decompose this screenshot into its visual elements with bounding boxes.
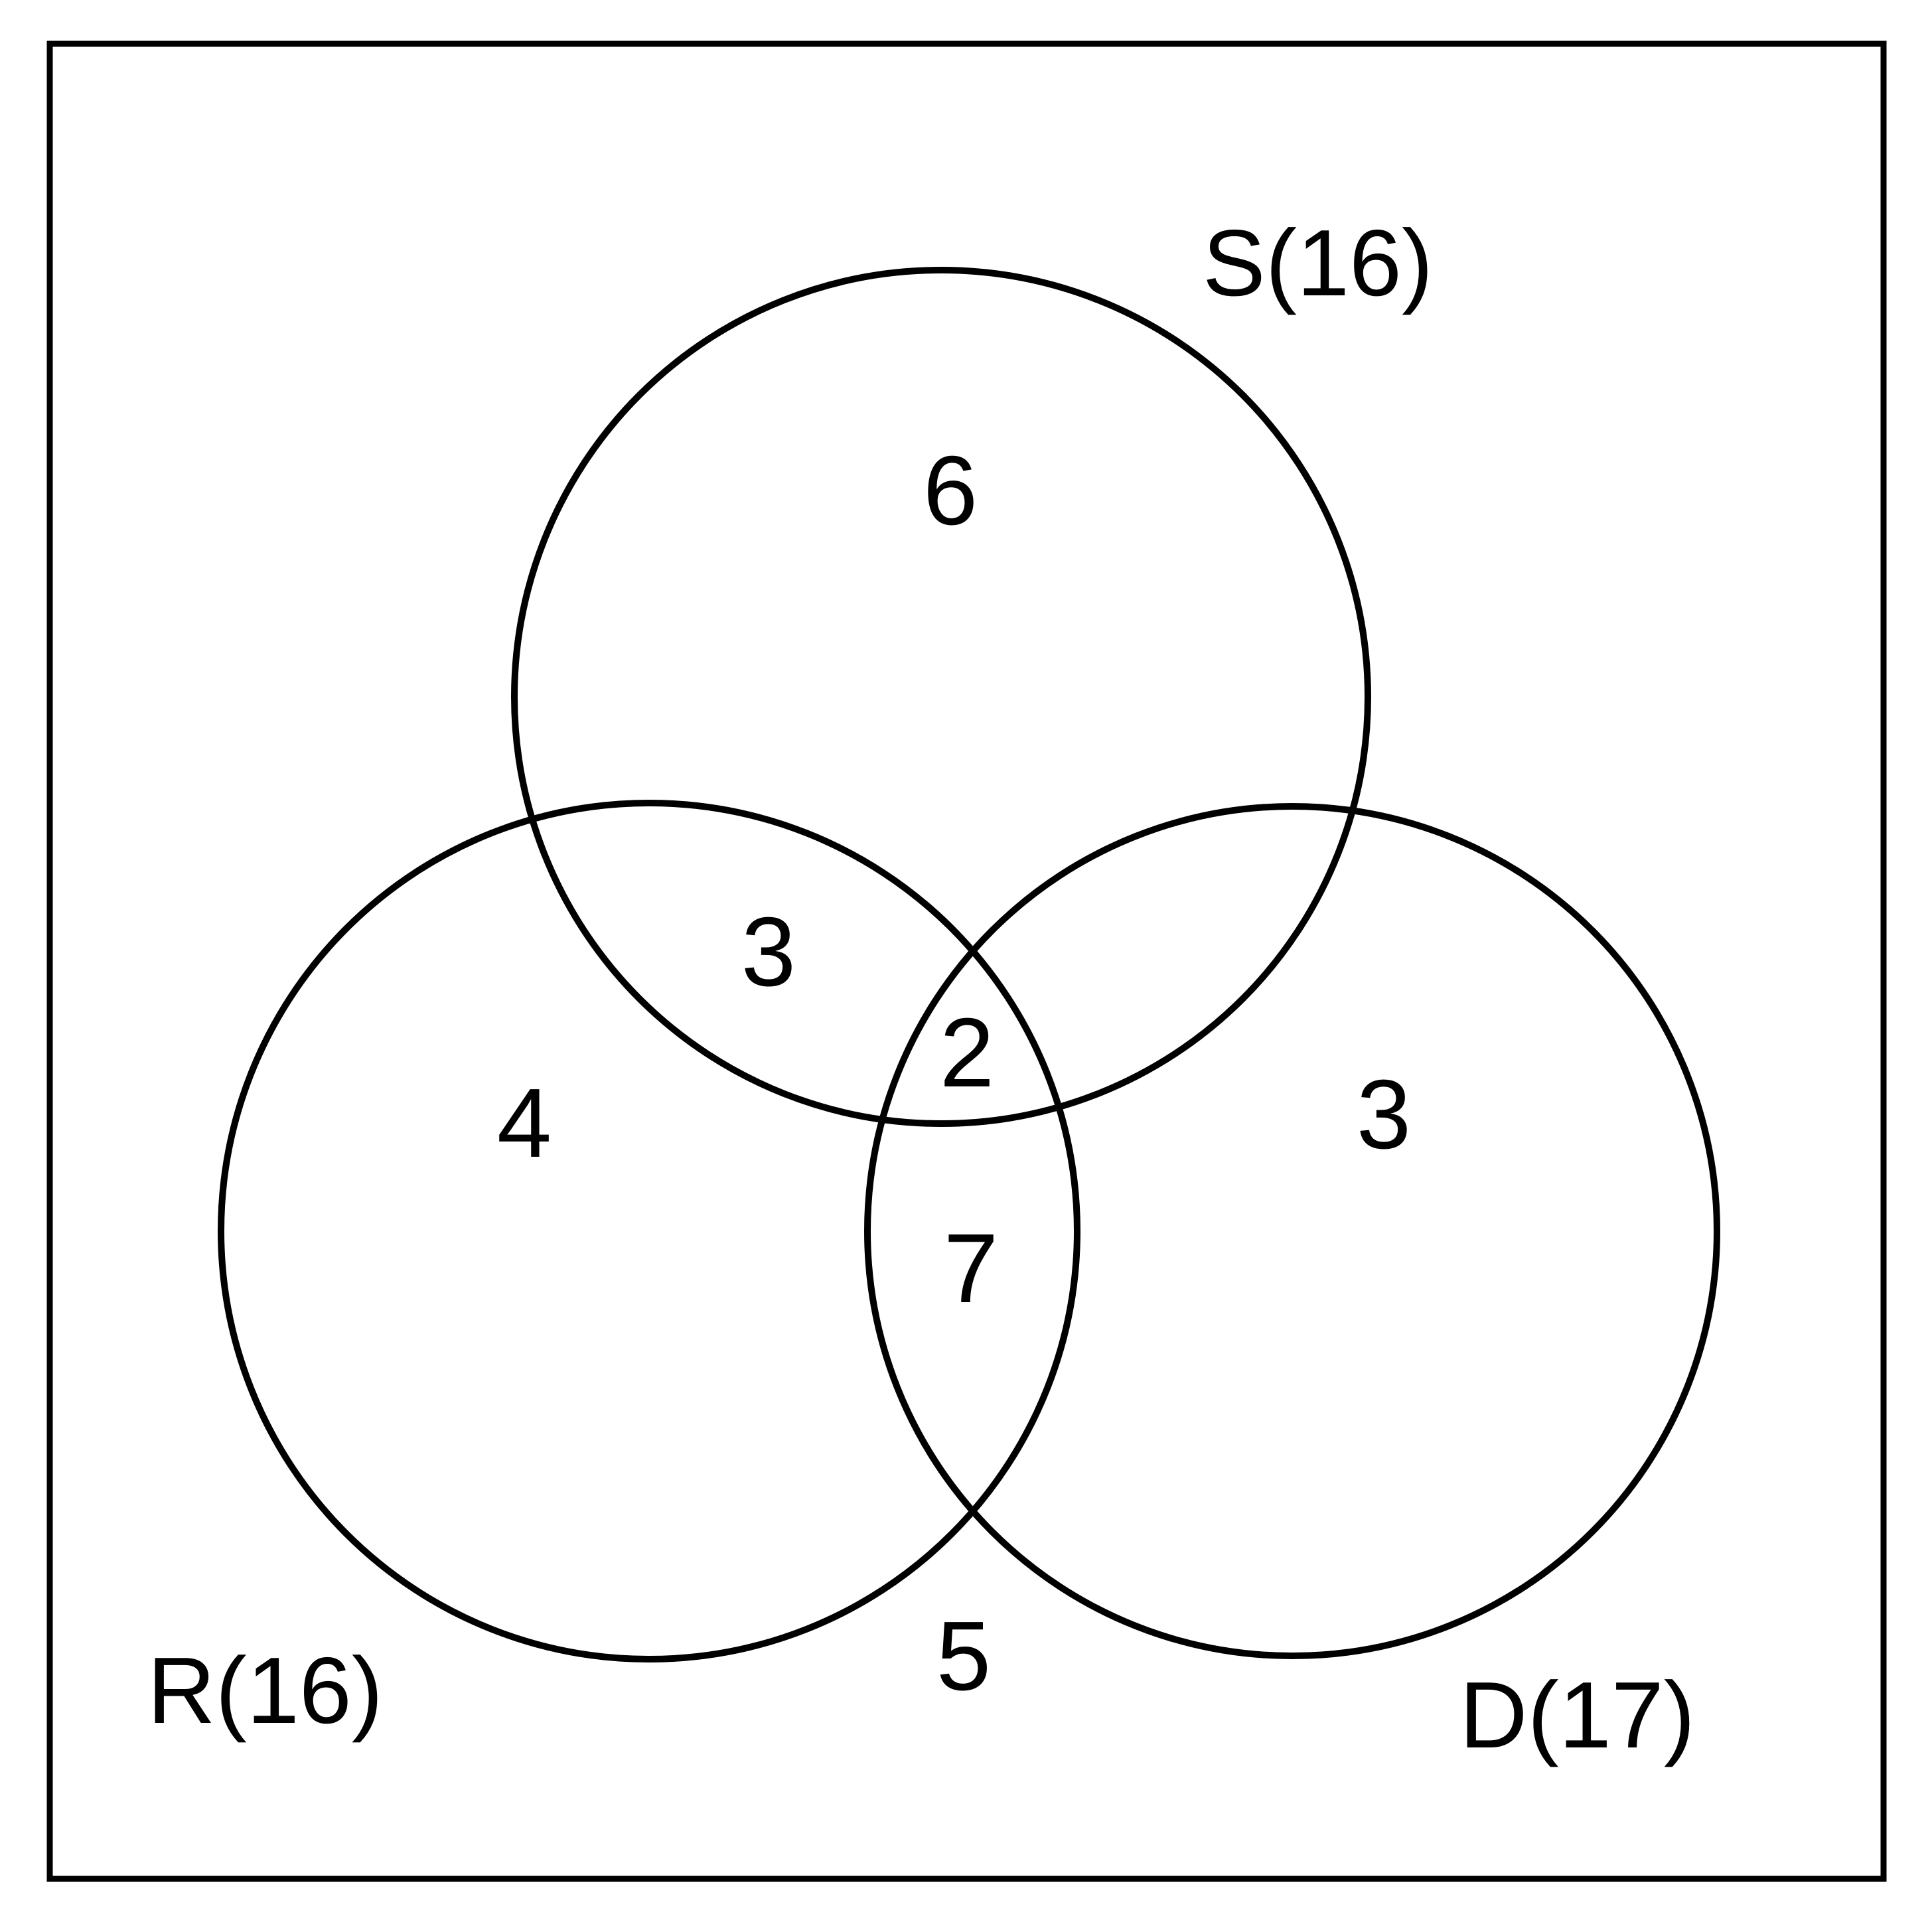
- region-r-s: 3: [741, 897, 796, 1007]
- set-label-d: D(17): [1459, 1662, 1695, 1768]
- set-label-s: S(16): [1203, 210, 1433, 316]
- region-outside: 5: [936, 1601, 991, 1711]
- region-r-only: 4: [497, 1069, 552, 1178]
- region-s-only: 6: [923, 436, 978, 546]
- circle-r: [218, 800, 1080, 1662]
- circle-d: [864, 803, 1720, 1659]
- region-r-s-d: 2: [940, 998, 994, 1108]
- region-d-only: 3: [1357, 1060, 1411, 1169]
- set-label-r: R(16): [147, 1638, 383, 1743]
- universal-set-frame: [46, 40, 1887, 1882]
- region-r-d: 7: [944, 1214, 998, 1323]
- circle-s: [511, 267, 1371, 1127]
